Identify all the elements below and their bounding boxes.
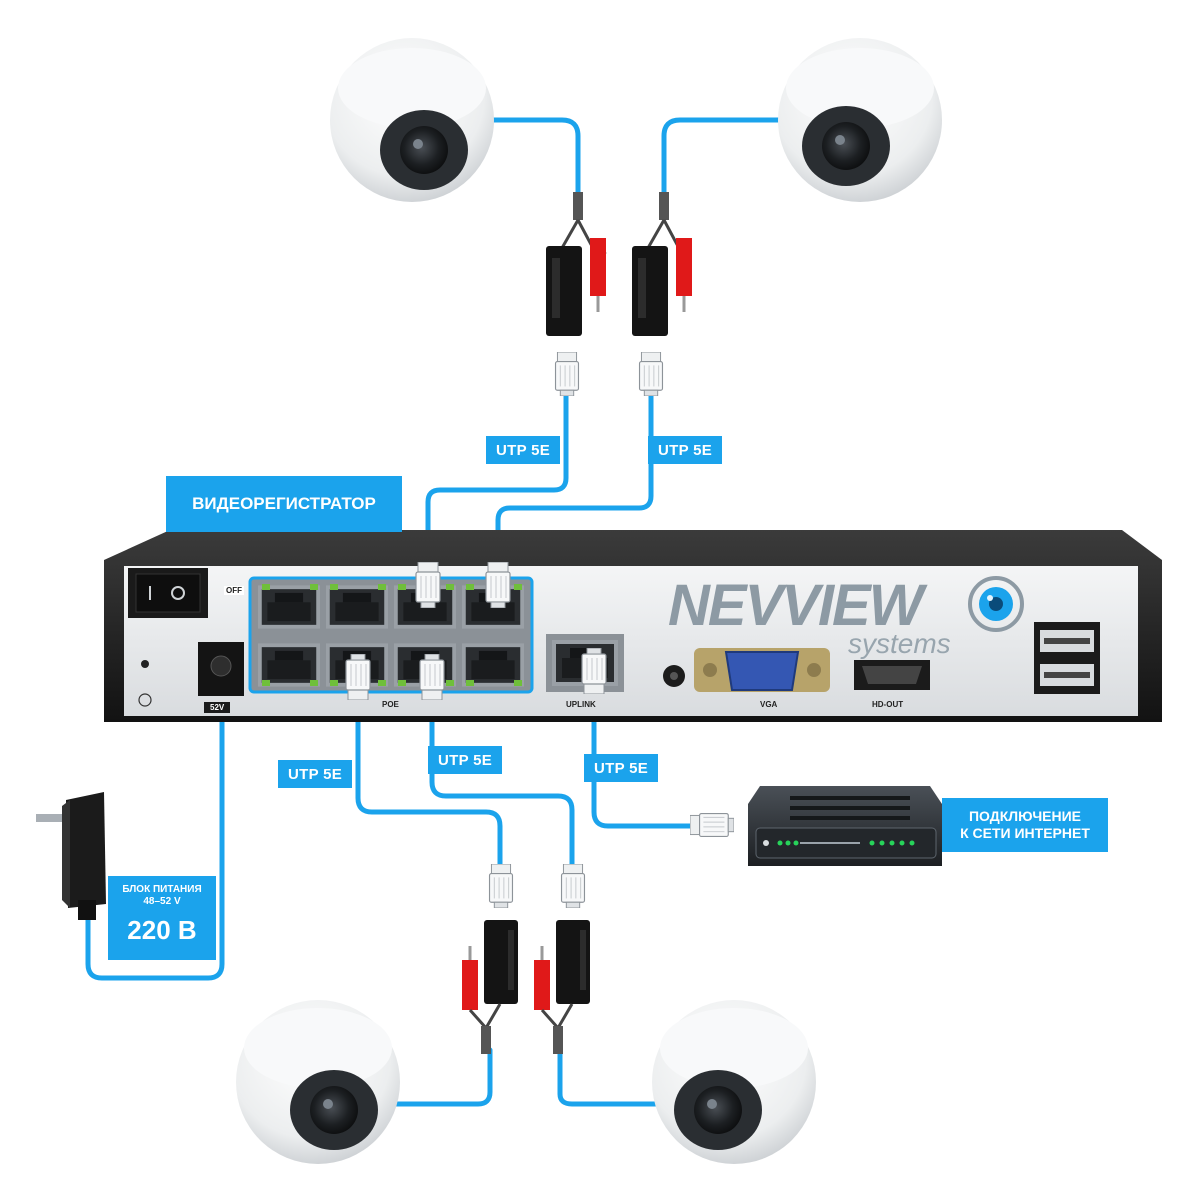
internet-router [690, 786, 942, 866]
cable-nvr-to-splitter4 [429, 697, 575, 873]
cable-camera1-to-splitter [483, 117, 581, 203]
internet-connection-label: ПОДКЛЮЧЕНИЕ К СЕТИ ИНТЕРНЕТ [942, 798, 1108, 852]
utp-label-top-left: UTP 5E [486, 436, 561, 464]
cable-splitter2-to-nvr [495, 387, 654, 569]
label-uplink: UPLINK [566, 700, 596, 709]
cable-splitter1-to-nvr [425, 387, 569, 569]
label-hdout: HD-OUT [872, 700, 904, 709]
cable-splitter3-to-camera3 [385, 1047, 493, 1107]
cable-uplink-to-router [591, 687, 693, 829]
power-block-text: БЛОК ПИТАНИЯ [122, 884, 202, 895]
nvr-title-label: ВИДЕОРЕГИСТРАТОР [166, 476, 402, 532]
dome-camera-bottom-right [652, 1000, 816, 1164]
utp-label-bottom-center: UTP 5E [428, 746, 503, 774]
dome-camera-bottom-left [236, 1000, 400, 1164]
cable-power [85, 667, 225, 981]
dome-camera-top-right [778, 38, 942, 202]
brand-sub-text: systems [848, 628, 951, 659]
cable-splitter4-to-camera4 [557, 1047, 667, 1107]
utp-label-uplink: UTP 5E [584, 754, 659, 782]
poe-splitter-top-right [632, 192, 692, 396]
label-vga: VGA [760, 700, 778, 709]
internet-label-line2: К СЕТИ ИНТЕРНЕТ [960, 825, 1090, 841]
cable-camera2-to-splitter [661, 117, 791, 203]
cable-nvr-to-splitter3 [355, 697, 503, 873]
internet-label-line1: ПОДКЛЮЧЕНИЕ [968, 808, 1082, 824]
cable-network [85, 117, 791, 1107]
label-power-port: 52V [204, 702, 231, 713]
brand-logo-text: NEVVIEW [668, 573, 923, 638]
power-range-text: 48–52 V [143, 896, 181, 907]
poe-splitter-bottom-left [462, 864, 518, 1054]
poe-splitter-top-left [546, 192, 607, 396]
nvr-device [104, 530, 1162, 722]
utp-label-top-right: UTP 5E [648, 436, 723, 464]
dome-camera-top-left [330, 38, 494, 202]
label-off: OFF [224, 586, 244, 595]
poe-splitter-bottom-right [534, 864, 590, 1054]
voltage-text: 220 В [127, 915, 197, 945]
utp-label-bottom-left: UTP 5E [278, 760, 353, 788]
label-poe: POE [382, 700, 399, 709]
power-supply-label: БЛОК ПИТАНИЯ 48–52 V 220 В [108, 876, 216, 960]
power-adapter [36, 792, 106, 920]
